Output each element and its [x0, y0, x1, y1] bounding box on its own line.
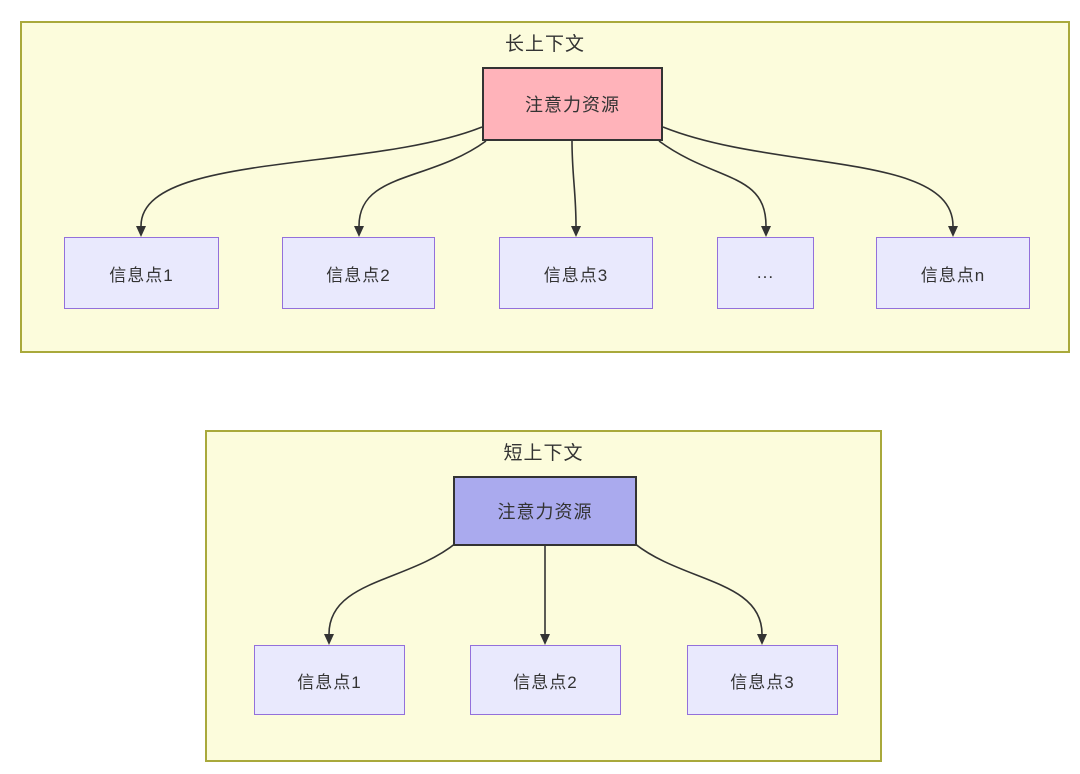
short-context-info-node-3: 信息点3 [687, 645, 838, 715]
long-context-attention-resource-label: 注意力资源 [525, 95, 620, 115]
long-context-info-label-2: 信息点2 [326, 265, 391, 285]
long-context-info-label-ellipsis: ... [756, 263, 775, 282]
short-context-info-label-3: 信息点3 [730, 672, 795, 692]
long-context-info-node-1: 信息点1 [64, 237, 219, 309]
long-context-info-node-ellipsis: ... [717, 237, 814, 309]
short-context-info-label-1: 信息点1 [297, 672, 362, 692]
long-context-info-label-1: 信息点1 [109, 265, 174, 285]
short-context-panel-title: 短上下文 [503, 443, 584, 464]
long-context-info-node-n: 信息点n [876, 237, 1030, 309]
long-context-panel-title: 长上下文 [504, 34, 585, 55]
long-context-info-node-3: 信息点3 [499, 237, 653, 309]
long-context-attention-resource-node: 注意力资源 [482, 67, 663, 141]
long-context-info-label-n: 信息点n [920, 265, 986, 285]
long-context-info-label-3: 信息点3 [543, 265, 609, 285]
short-context-info-node-2: 信息点2 [470, 645, 621, 715]
short-context-info-node-1: 信息点1 [254, 645, 405, 715]
short-context-info-label-2: 信息点2 [513, 672, 578, 692]
short-context-attention-resource-label: 注意力资源 [497, 502, 593, 522]
long-context-info-node-2: 信息点2 [282, 237, 435, 309]
short-context-attention-resource-node: 注意力资源 [453, 476, 637, 546]
